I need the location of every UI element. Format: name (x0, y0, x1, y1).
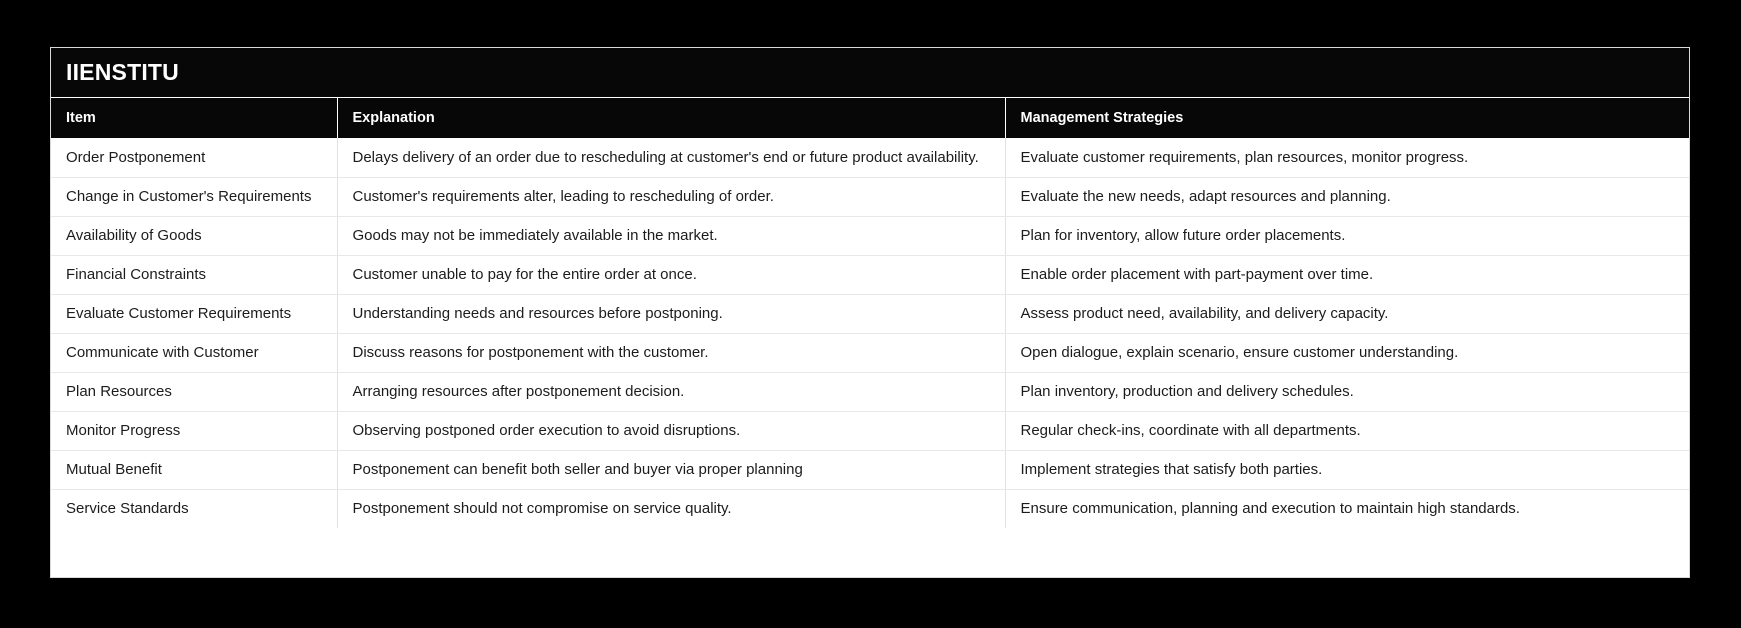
table-cell-item: Mutual Benefit (51, 450, 338, 490)
column-header-item[interactable]: Item (51, 98, 338, 138)
table-cell-explanation: Postponement can benefit both seller and… (337, 450, 1006, 490)
table-cell-management: Ensure communication, planning and execu… (1020, 500, 1520, 518)
table-cell-item: Order Postponement (51, 138, 338, 178)
brand-header: IIENSTITU (51, 48, 1689, 98)
table-cell-item: Availability of Goods (51, 216, 338, 256)
table-cell-management: Plan for inventory, allow future order p… (1005, 216, 1689, 256)
table-cell-explanation: Discuss reasons for postponement with th… (337, 333, 1006, 373)
table-cell-explanation: Arranging resources after postponement d… (337, 372, 1006, 412)
table-cell-management: Plan inventory, production and delivery … (1005, 372, 1689, 412)
column-header-management-strategies[interactable]: Management Strategies (1020, 110, 1184, 126)
table-cell-explanation: Postponement should not compromise on se… (337, 489, 1006, 528)
table-cell-explanation: Customer's requirements alter, leading t… (337, 177, 1006, 217)
table-cell-item: Service Standards (51, 489, 338, 528)
table-cell-item: Change in Customer's Requirements (51, 177, 338, 217)
table-cell-explanation: Customer unable to pay for the entire or… (337, 255, 1006, 295)
table-head: Item Explanation Management Strategies (51, 98, 1689, 138)
table-cell-explanation: Observing postponed order execution to a… (337, 411, 1006, 451)
table-cell-item: Monitor Progress (51, 411, 338, 451)
brand-title: IIENSTITU (66, 59, 179, 85)
column-header-explanation[interactable]: Explanation (337, 98, 1006, 138)
table-cell-management: Assess product need, availability, and d… (1005, 294, 1689, 334)
table-cell-explanation: Delays delivery of an order due to resch… (337, 138, 1006, 178)
table-cell-management: Enable order placement with part-payment… (1005, 255, 1689, 295)
table-cell-explanation: Goods may not be immediately available i… (337, 216, 1006, 256)
table-cell-item: Communicate with Customer (51, 333, 338, 373)
table-cell-management: Implement strategies that satisfy both p… (1005, 450, 1689, 490)
table-cell-item: Plan Resources (51, 372, 338, 412)
table-cell-management: Regular check-ins, coordinate with all d… (1005, 411, 1689, 451)
table-cell-item: Evaluate Customer Requirements (51, 294, 338, 334)
table-card: IIENSTITU Item Explanation Management St… (50, 47, 1690, 578)
table-cell-management: Open dialogue, explain scenario, ensure … (1005, 333, 1689, 373)
table-cell-item: Financial Constraints (51, 255, 338, 295)
table-header-row: Item Explanation Management Strategies (51, 98, 1689, 138)
table-cell-management: Evaluate customer requirements, plan res… (1005, 138, 1689, 178)
table-cell-explanation: Understanding needs and resources before… (337, 294, 1006, 334)
data-table: Item Explanation Management Strategies O… (51, 98, 1689, 528)
table-cell-management: Evaluate the new needs, adapt resources … (1005, 177, 1689, 217)
